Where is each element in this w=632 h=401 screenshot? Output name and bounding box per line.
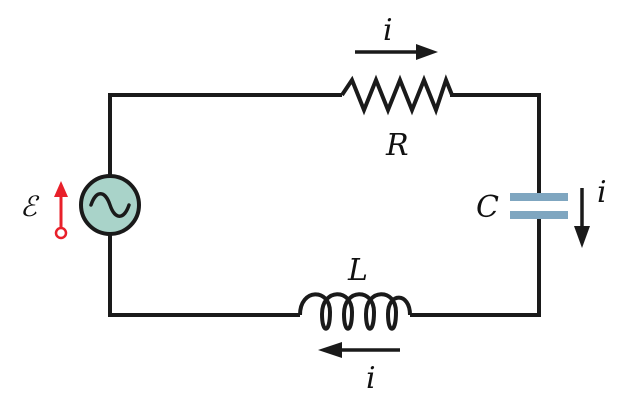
capacitor-plate-bottom bbox=[510, 211, 568, 219]
capacitor-label: C bbox=[476, 190, 499, 225]
wire-left-bottom bbox=[108, 234, 300, 317]
arrow-icon bbox=[416, 44, 438, 60]
current-label-top: i bbox=[383, 13, 393, 48]
arrow-icon bbox=[574, 226, 590, 248]
wire-right-top bbox=[450, 93, 541, 196]
current-label-right: i bbox=[597, 175, 607, 210]
ac-source bbox=[79, 174, 141, 236]
current-arrow-right bbox=[574, 188, 590, 248]
circuit-wires bbox=[108, 93, 541, 317]
current-arrow-bottom bbox=[318, 342, 400, 358]
capacitor bbox=[510, 193, 568, 219]
resistor-zigzag bbox=[340, 74, 454, 116]
current-arrow-top bbox=[355, 44, 438, 60]
red-arrow-up-icon bbox=[54, 181, 68, 240]
emf-label: ℰ bbox=[20, 190, 40, 223]
current-label-bottom: i bbox=[366, 361, 376, 396]
wire-left-top bbox=[108, 93, 342, 176]
inductor-label: L bbox=[347, 253, 368, 288]
ac-sine-icon bbox=[89, 192, 131, 218]
inductor-coil bbox=[298, 292, 412, 331]
capacitor-plate-top bbox=[510, 193, 568, 201]
resistor-label: R bbox=[385, 128, 409, 163]
wire-right-bottom bbox=[410, 216, 541, 317]
arrow-icon bbox=[318, 342, 342, 358]
